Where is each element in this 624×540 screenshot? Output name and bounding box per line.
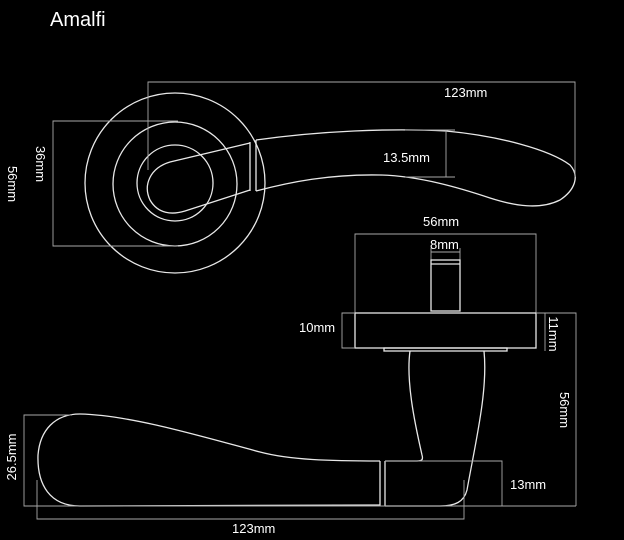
rose-diameter-dimension-line — [354, 233, 537, 313]
spindle-dimension-line — [430, 248, 461, 260]
rose-depth-dimension-line — [341, 312, 355, 349]
lever-side — [37, 413, 381, 507]
projection-label: 56mm — [557, 392, 572, 428]
inner-rose-dimension-line — [52, 120, 178, 247]
front-view: 123mm 13.5mm 36mm 56mm — [5, 81, 576, 274]
rose-total-depth-label: 11mm — [546, 316, 561, 351]
rose-diameter-label: 56mm — [5, 166, 20, 202]
outer-rose — [84, 92, 266, 274]
lever-collar-side — [379, 461, 386, 506]
lever-end-dimension-line — [23, 414, 576, 507]
inner-rose-label: 36mm — [33, 146, 48, 182]
side-length-dimension-line — [36, 480, 465, 520]
side-length-label: 123mm — [232, 521, 275, 536]
middle-rose — [112, 121, 238, 247]
rose-side — [354, 312, 537, 349]
side-view: 56mm 8mm 10mm 11mm 56mm 26.5mm 13mm 123m… — [4, 214, 577, 536]
rose-plate — [383, 347, 508, 352]
product-title: Amalfi — [50, 9, 106, 31]
spindle — [430, 259, 461, 312]
rose-total-dimension-line — [536, 312, 577, 506]
lever-front — [255, 129, 576, 207]
lever-end-height-label: 26.5mm — [4, 434, 19, 481]
inner-rose — [136, 144, 214, 222]
length-dimension-line — [147, 81, 576, 177]
lever-collar — [249, 140, 257, 191]
lever-neck — [385, 350, 486, 507]
rose-diameter-label: 56mm — [423, 214, 459, 229]
lever-height-label: 13.5mm — [383, 150, 430, 165]
length-label: 123mm — [444, 85, 487, 100]
lever-neck-dimension-line — [385, 460, 503, 506]
lever-height-dimension-line — [405, 129, 455, 178]
lever-neck-label: 13mm — [510, 477, 546, 492]
lever-base — [146, 142, 251, 214]
rose-depth-label: 10mm — [299, 320, 335, 335]
spindle-label: 8mm — [430, 237, 459, 252]
